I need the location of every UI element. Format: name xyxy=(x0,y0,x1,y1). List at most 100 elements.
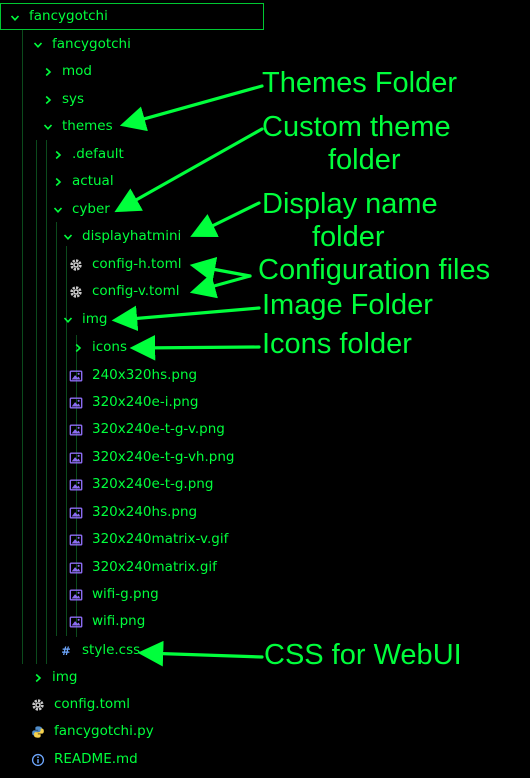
tree-item-label: 240x320hs.png xyxy=(92,367,198,383)
file-explorer-tree: fancygotchi fancygotchi mod sys themes .defau… xyxy=(0,3,265,773)
tree-file-320x240hs[interactable]: 320x240hs.png xyxy=(0,499,265,526)
indent-guide xyxy=(36,140,37,664)
annotation-icons-folder: Icons folder xyxy=(262,328,412,360)
tree-item-label: actual xyxy=(72,173,114,189)
chevron-right-icon[interactable] xyxy=(72,334,84,361)
info-icon xyxy=(30,746,46,773)
tree-file-readme[interactable]: README.md xyxy=(0,746,265,773)
annotation-display-name-line1: Display name xyxy=(262,188,438,220)
tree-file-240x320hs[interactable]: 240x320hs.png xyxy=(0,362,265,389)
tree-item-label: README.md xyxy=(54,751,138,767)
annotation-custom-theme-line2: folder xyxy=(328,144,401,176)
chevron-right-icon[interactable] xyxy=(52,141,64,168)
image-file-icon xyxy=(68,362,84,389)
chevron-down-icon[interactable] xyxy=(9,4,21,31)
tree-item-label: cyber xyxy=(72,201,110,217)
tree-item-label: .default xyxy=(72,146,124,162)
tree-file-320x240e-t-g-v[interactable]: 320x240e-t-g-v.png xyxy=(0,416,265,443)
tree-item-label: fancygotchi xyxy=(52,36,131,52)
indent-guide xyxy=(66,246,67,636)
annotation-css-webui: CSS for WebUI xyxy=(264,639,462,671)
chevron-down-icon[interactable] xyxy=(62,306,74,333)
tree-folder-sys[interactable]: sys xyxy=(0,86,265,113)
gear-icon xyxy=(30,691,46,718)
tree-item-label: 320x240e-t-g.png xyxy=(92,476,214,492)
tree-file-wifi-g[interactable]: wifi-g.png xyxy=(0,581,265,608)
tree-file-config-h[interactable]: config-h.toml xyxy=(0,251,265,278)
tree-item-label: wifi-g.png xyxy=(92,586,159,602)
tree-item-label: fancygotchi.py xyxy=(54,723,154,739)
tree-item-label: img xyxy=(52,669,78,685)
tree-item-label: style.css xyxy=(82,642,141,658)
chevron-right-icon[interactable] xyxy=(32,664,44,691)
annotation-display-name-line2: folder xyxy=(312,221,385,253)
image-file-icon xyxy=(68,608,84,635)
gear-icon xyxy=(68,278,84,305)
tree-item-label: img xyxy=(82,311,108,327)
image-file-icon xyxy=(68,416,84,443)
hash-icon: # xyxy=(58,637,74,664)
tree-item-label: sys xyxy=(62,91,85,107)
tree-item-label: 320x240e-t-g-vh.png xyxy=(92,449,235,465)
image-file-icon xyxy=(68,471,84,498)
tree-file-320x240matrix-v[interactable]: 320x240matrix-v.gif xyxy=(0,526,265,553)
tree-folder-actual[interactable]: actual xyxy=(0,168,265,195)
annotation-image-folder: Image Folder xyxy=(262,289,433,321)
indent-guide xyxy=(46,140,47,664)
chevron-down-icon[interactable] xyxy=(52,196,64,223)
annotation-configuration-files: Configuration files xyxy=(258,254,491,286)
tree-item-label: mod xyxy=(62,63,92,79)
indent-guide xyxy=(56,222,57,636)
tree-folder-themes[interactable]: themes xyxy=(0,113,265,140)
tree-folder-default[interactable]: .default xyxy=(0,141,265,168)
image-file-icon xyxy=(68,444,84,471)
tree-folder-img-root[interactable]: img xyxy=(0,664,265,691)
annotation-custom-theme-line1: Custom theme xyxy=(262,111,451,143)
tree-folder-cyber[interactable]: cyber xyxy=(0,196,265,223)
tree-folder-icons[interactable]: icons xyxy=(0,334,265,361)
tree-file-fancygotchi-py[interactable]: fancygotchi.py xyxy=(0,718,265,745)
tree-file-320x240e-t-g[interactable]: 320x240e-t-g.png xyxy=(0,471,265,498)
tree-file-config-v[interactable]: config-v.toml xyxy=(0,278,265,305)
image-file-icon xyxy=(68,554,84,581)
tree-file-config-toml[interactable]: config.toml xyxy=(0,691,265,718)
gear-icon xyxy=(68,251,84,278)
chevron-down-icon[interactable] xyxy=(42,113,54,140)
tree-item-label: config-h.toml xyxy=(92,256,182,272)
chevron-right-icon[interactable] xyxy=(42,58,54,85)
tree-folder-displayhatmini[interactable]: displayhatmini xyxy=(0,223,265,250)
tree-item-label: config.toml xyxy=(54,696,131,712)
tree-file-320x240e-t-g-vh[interactable]: 320x240e-t-g-vh.png xyxy=(0,444,265,471)
tree-item-label: displayhatmini xyxy=(82,228,182,244)
tree-item-label: 320x240matrix-v.gif xyxy=(92,531,229,547)
tree-folder-mod[interactable]: mod xyxy=(0,58,265,85)
chevron-right-icon[interactable] xyxy=(42,86,54,113)
tree-item-label: icons xyxy=(92,339,128,355)
chevron-right-icon[interactable] xyxy=(52,168,64,195)
tree-file-style-css[interactable]: # style.css xyxy=(0,637,265,664)
tree-file-wifi[interactable]: wifi.png xyxy=(0,608,265,635)
tree-item-label: 320x240e-t-g-v.png xyxy=(92,421,225,437)
tree-folder-img[interactable]: img xyxy=(0,306,265,333)
tree-root-fancygotchi[interactable]: fancygotchi xyxy=(0,3,264,30)
tree-item-label: config-v.toml xyxy=(92,283,180,299)
tree-item-label: 320x240matrix.gif xyxy=(92,559,217,575)
indent-guide xyxy=(22,30,23,664)
image-file-icon xyxy=(68,581,84,608)
tree-folder-fancygotchi[interactable]: fancygotchi xyxy=(0,31,265,58)
chevron-down-icon[interactable] xyxy=(32,31,44,58)
tree-item-label: fancygotchi xyxy=(29,8,108,24)
tree-item-label: themes xyxy=(62,118,113,134)
image-file-icon xyxy=(68,526,84,553)
tree-item-label: 320x240e-i.png xyxy=(92,394,199,410)
chevron-down-icon[interactable] xyxy=(62,223,74,250)
tree-file-320x240matrix[interactable]: 320x240matrix.gif xyxy=(0,554,265,581)
annotation-themes-folder: Themes Folder xyxy=(262,67,458,99)
tree-item-label: wifi.png xyxy=(92,613,146,629)
image-file-icon xyxy=(68,389,84,416)
tree-file-320x240e-i[interactable]: 320x240e-i.png xyxy=(0,389,265,416)
svg-text:#: # xyxy=(61,644,71,658)
image-file-icon xyxy=(68,499,84,526)
python-icon xyxy=(30,718,46,745)
tree-item-label: 320x240hs.png xyxy=(92,504,198,520)
